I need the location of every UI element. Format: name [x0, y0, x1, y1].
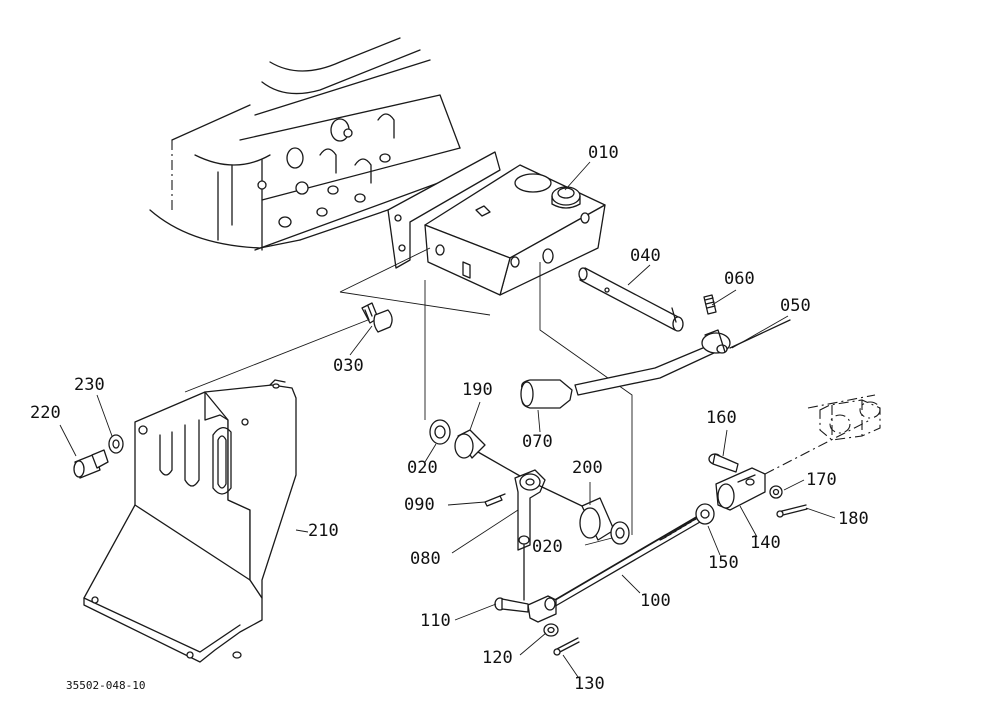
part-label-200: 200 — [572, 458, 603, 478]
part-label-230: 230 — [74, 375, 105, 395]
housing-outline — [149, 37, 471, 251]
part-label-020: 020 — [532, 537, 563, 557]
bushing-020-b — [610, 521, 630, 545]
part-label-150: 150 — [708, 553, 739, 573]
washer-170 — [769, 485, 783, 499]
bolt-030 — [361, 302, 393, 333]
part-label-110: 110 — [420, 611, 451, 631]
pin-090 — [484, 493, 506, 507]
part-label-130: 130 — [574, 674, 605, 694]
cotter-130 — [553, 637, 580, 656]
part-label-040: 040 — [630, 246, 661, 266]
grip-070 — [520, 379, 573, 409]
cover-plate-210 — [83, 379, 297, 663]
part-label-220: 220 — [30, 403, 61, 423]
pin-060 — [703, 294, 717, 315]
bolt-220 — [73, 449, 109, 479]
part-label-090: 090 — [404, 495, 435, 515]
part-label-070: 070 — [522, 432, 553, 452]
part-label-190: 190 — [462, 380, 493, 400]
part-label-030: 030 — [333, 356, 364, 376]
pin-110 — [494, 597, 529, 613]
part-label-210: 210 — [308, 521, 339, 541]
clevis-140 — [715, 467, 766, 511]
washer-120 — [543, 623, 559, 637]
part-label-050: 050 — [780, 296, 811, 316]
part-label-160: 160 — [706, 408, 737, 428]
drawing-code: 35502-048-10 — [66, 679, 145, 692]
part-label-060: 060 — [724, 269, 755, 289]
part-label-140: 140 — [750, 533, 781, 553]
center-lines — [184, 247, 633, 535]
part-labels: 010 040 060 050 030 230 190 220 160 070 020 200 170 0… — [30, 143, 869, 694]
part-label-170: 170 — [806, 470, 837, 490]
collar-190 — [454, 429, 521, 477]
part-label-020: 020 — [407, 458, 438, 478]
part-label-180: 180 — [838, 509, 869, 529]
pin-160 — [708, 453, 739, 473]
part-label-010: 010 — [588, 143, 619, 163]
arm-080 — [514, 469, 546, 601]
phantom-linkage — [764, 394, 881, 475]
shaft-040 — [578, 267, 684, 332]
collar-200 — [539, 485, 615, 541]
part-label-100: 100 — [640, 591, 671, 611]
rod-100 — [551, 514, 701, 609]
leader-lines — [59, 161, 836, 678]
housing-bosses — [257, 113, 395, 228]
part-label-080: 080 — [410, 549, 441, 569]
lever-050 — [574, 319, 791, 396]
bushing-020-a — [429, 419, 451, 445]
clevis-lower — [527, 595, 557, 623]
cotter-180 — [776, 504, 808, 518]
part-label-120: 120 — [482, 648, 513, 668]
washer-230 — [108, 434, 124, 454]
bracket-010 — [387, 151, 606, 296]
nut-150 — [695, 503, 715, 525]
